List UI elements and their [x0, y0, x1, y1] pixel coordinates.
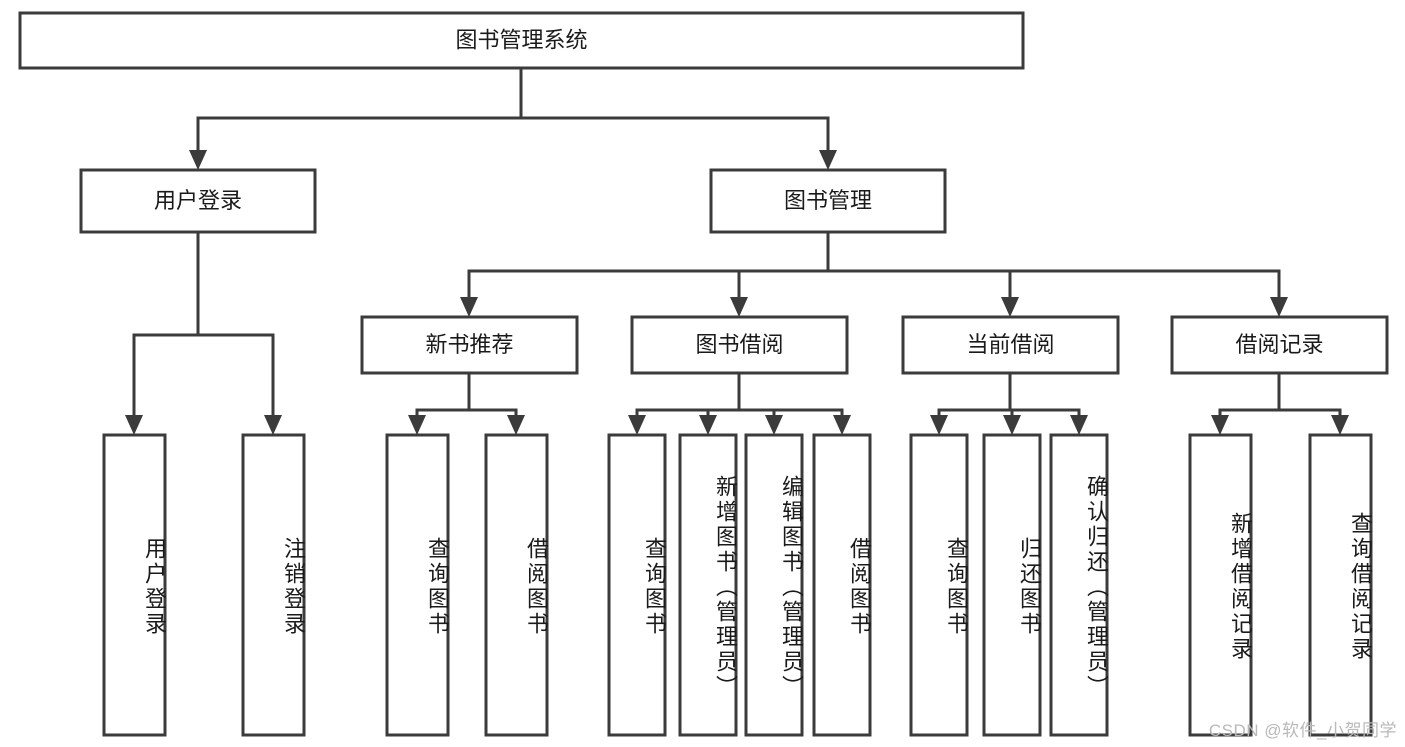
- node-box-book-manage[interactable]: [709, 168, 947, 234]
- book-borrow-arrow-3: [833, 415, 851, 435]
- node-box-leaf-add-record[interactable]: [1188, 433, 1253, 737]
- book-manage-arrow-1: [730, 297, 748, 317]
- borrow-record-arrow-1: [1331, 415, 1349, 435]
- node-box-book-borrow[interactable]: [630, 315, 849, 375]
- node-box-layer: [18, 11, 1389, 737]
- book-borrow-arrow-0: [628, 415, 646, 435]
- node-box-leaf-query-book-cur[interactable]: [909, 433, 969, 737]
- new-book-rec-arrow-0: [408, 415, 426, 435]
- node-label-borrow-record: 借阅记录: [1235, 332, 1323, 357]
- node-box-leaf-edit-book[interactable]: [744, 433, 804, 737]
- book-borrow-arrow-1: [699, 415, 717, 435]
- current-borrow-arrow-0: [930, 415, 948, 435]
- level1-arrow-1: [819, 150, 837, 170]
- node-box-leaf-logout[interactable]: [241, 433, 306, 737]
- level1-arrow-0: [189, 150, 207, 170]
- node-label-current-borrow: 当前借阅: [966, 332, 1054, 357]
- node-box-leaf-borrow-book-bor[interactable]: [812, 433, 872, 737]
- user-login-arrow-0: [125, 415, 143, 435]
- book-manage-arrow-2: [1001, 297, 1019, 317]
- borrow-record-arrow-0: [1211, 415, 1229, 435]
- node-box-leaf-user-login[interactable]: [102, 433, 167, 737]
- node-box-leaf-query-record[interactable]: [1308, 433, 1373, 737]
- current-borrow-arrow-1: [1003, 415, 1021, 435]
- node-box-leaf-return-book[interactable]: [982, 433, 1042, 737]
- new-book-rec-arrow-1: [507, 415, 525, 435]
- node-label-root: 图书管理系统: [455, 27, 587, 52]
- node-box-current-borrow[interactable]: [901, 315, 1120, 375]
- node-box-leaf-borrow-book-rec[interactable]: [484, 433, 549, 737]
- watermark-text: CSDN @软件_小贺同学: [1208, 721, 1397, 740]
- user-login-arrow-1: [264, 415, 282, 435]
- node-label-user-login: 用户登录: [154, 188, 242, 213]
- connector-layer: [125, 66, 1349, 435]
- node-label-book-manage: 图书管理: [784, 188, 872, 213]
- node-label-book-borrow: 图书借阅: [695, 332, 783, 357]
- node-box-new-book-rec[interactable]: [360, 315, 579, 375]
- book-manage-arrow-3: [1270, 297, 1288, 317]
- node-box-leaf-query-book-rec[interactable]: [385, 433, 450, 737]
- node-label-new-book-rec: 新书推荐: [425, 332, 513, 357]
- node-box-leaf-add-book[interactable]: [678, 433, 738, 737]
- node-box-user-login[interactable]: [79, 168, 317, 234]
- node-box-leaf-confirm-return[interactable]: [1049, 433, 1109, 737]
- node-box-borrow-record[interactable]: [1170, 315, 1389, 375]
- node-box-leaf-query-book-bor[interactable]: [607, 433, 667, 737]
- book-manage-arrow-0: [460, 297, 478, 317]
- node-box-root[interactable]: [18, 11, 1025, 70]
- book-borrow-arrow-2: [765, 415, 783, 435]
- current-borrow-arrow-2: [1070, 415, 1088, 435]
